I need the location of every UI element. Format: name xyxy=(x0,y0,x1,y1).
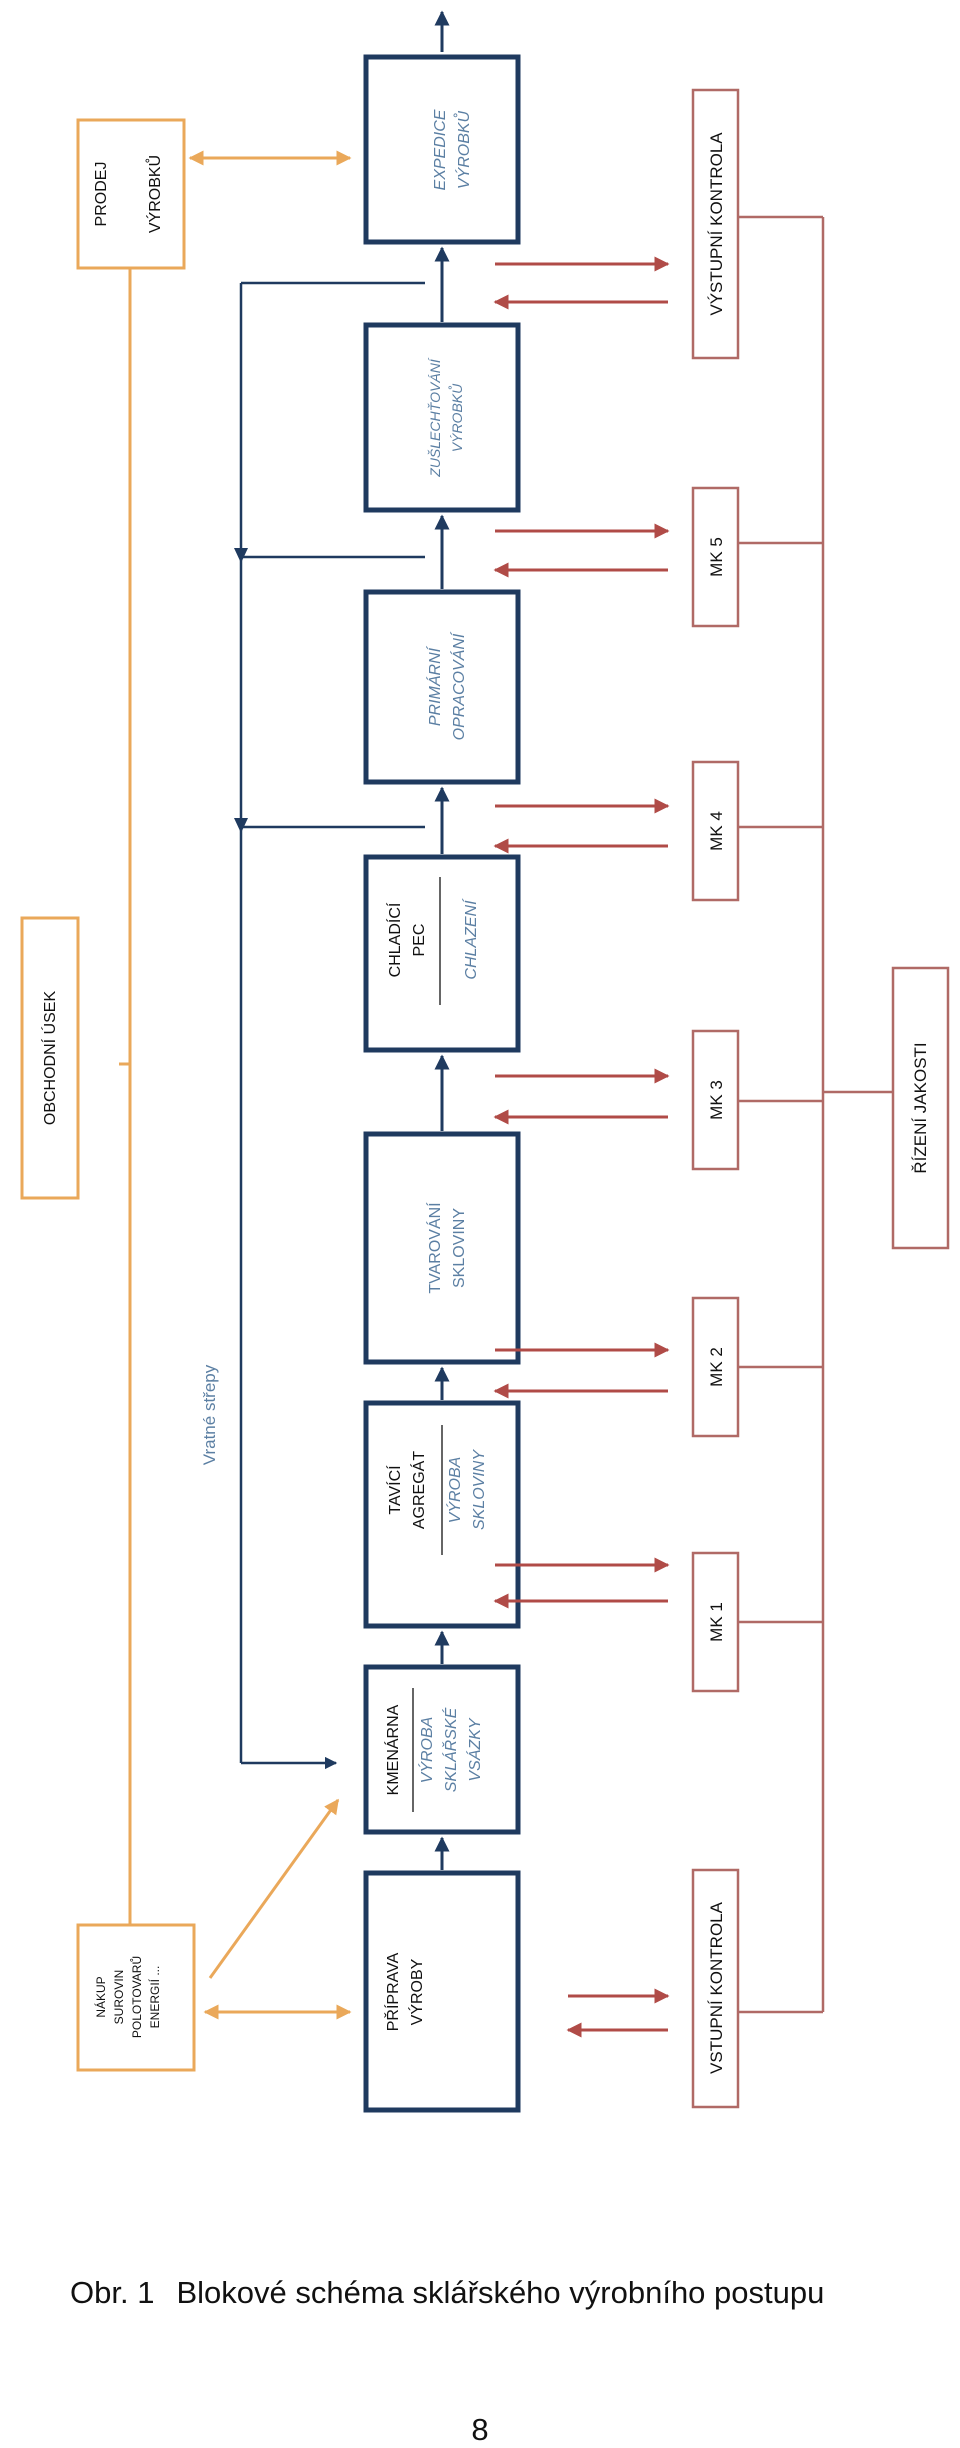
chladici-sub: CHLAZENÍ xyxy=(461,898,480,980)
quality-connectors xyxy=(738,215,893,2014)
vystupni-kontrola-label: VÝSTUPNÍ KONTROLA xyxy=(707,132,726,316)
primarni-line1: PRIMÁRNÍ xyxy=(425,645,444,726)
tvarovani-line1: TVAROVÁNÍ xyxy=(425,1202,444,1294)
process-dividers xyxy=(412,877,443,1812)
nakup-kmenarna-arrow xyxy=(208,1798,340,1979)
vstupni-kontrola-label: VSTUPNÍ KONTROLA xyxy=(707,1901,726,2074)
box-vystupni-kontrola xyxy=(691,88,740,360)
expedice-line1: EXPEDICE xyxy=(432,109,449,190)
nakup-box xyxy=(76,1923,196,2072)
kmenarna-sub-line3: VSÁZKY xyxy=(465,1717,484,1781)
box-zuslechtovani-vyrobku xyxy=(363,322,521,513)
mk3-label: MK 3 xyxy=(707,1080,726,1120)
tavici-title-line1: TAVÍCÍ xyxy=(385,1465,404,1515)
zuslechtovani-line2: VÝROBKŮ xyxy=(447,383,465,452)
chladici-title-line2: PEC xyxy=(411,924,428,957)
obchodni-usek-label: OBCHODNÍ ÚSEK xyxy=(40,991,59,1126)
box-mk5 xyxy=(691,486,740,628)
mk1-label: MK 1 xyxy=(707,1602,726,1642)
tvarovani-line2: SKLOVINY xyxy=(451,1208,468,1288)
nakup-label-line3: POLOTOVARŮ xyxy=(129,1956,144,2038)
box-mk4 xyxy=(691,760,740,902)
zuslechtovani-line1: ZUŠLECHŤOVÁNÍ xyxy=(427,357,443,478)
box-rizeni-jakosti xyxy=(891,966,950,1250)
box-tvarovani-skloviny xyxy=(363,1131,521,1365)
nakup-label-line1: NÁKUP xyxy=(93,1976,108,2017)
quality-labels: VSTUPNÍ KONTROLA MK 1 MK 2 MK 3 MK 4 MK … xyxy=(707,132,930,2074)
commercial-section xyxy=(20,118,196,2072)
kmenarna-sub-line2: SKLÁŘSKÉ xyxy=(441,1707,460,1792)
process-labels: PŘÍPRAVA VÝROBY KMENÁRNA VÝROBA SKLÁŘSKÉ… xyxy=(383,109,488,2031)
mk4-label: MK 4 xyxy=(707,811,726,851)
priprava-label-line2: VÝROBY xyxy=(407,1958,426,2025)
box-expedice-vyrobku xyxy=(363,54,521,245)
box-kmenarna xyxy=(363,1664,521,1835)
mk2-label: MK 2 xyxy=(707,1347,726,1387)
figure-caption: Obr. 1 Blokové schéma sklářského výrobníh… xyxy=(70,2275,950,2311)
figure-number: Obr. 1 xyxy=(70,2275,155,2310)
return-cullet-label: Vratné střepy xyxy=(200,1364,219,1465)
obchodni-usek-box xyxy=(20,916,80,1200)
box-tavici-agregat xyxy=(363,1400,521,1629)
box-vstupni-kontrola xyxy=(691,1868,740,2109)
kmenarna-title: KMENÁRNA xyxy=(383,1704,402,1795)
chladici-title-line1: CHLADÍCÍ xyxy=(385,902,404,977)
tavici-sub-line1: VÝROBA xyxy=(445,1457,464,1524)
nakup-label-line2: SUROVIN xyxy=(112,1970,126,2025)
prodej-label-line1: PRODEJ xyxy=(93,162,110,227)
primarni-line2: OPRACOVÁNÍ xyxy=(449,631,468,740)
tavici-title-line2: AGREGÁT xyxy=(409,1451,428,1529)
page-number: 8 xyxy=(471,2412,489,2447)
commercial-arrows xyxy=(188,150,352,2020)
commercial-labels: OBCHODNÍ ÚSEK PRODEJ VÝROBKŮ NÁKUP SUROV… xyxy=(40,155,164,2038)
box-chladici-pec xyxy=(363,854,521,1053)
prodej-box xyxy=(76,118,186,270)
prodej-label-line2: VÝROBKŮ xyxy=(145,155,164,233)
figure-title: Blokové schéma sklářského výrobního post… xyxy=(176,2275,825,2310)
return-cullet-arrowheads xyxy=(234,548,248,833)
tavici-sub-line2: SKLOVINY xyxy=(471,1449,488,1530)
return-arrowhead-1 xyxy=(234,548,248,563)
box-priprava-vyroby xyxy=(363,1870,521,2113)
priprava-label-line1: PŘÍPRAVA xyxy=(383,1952,402,2031)
process-boxes xyxy=(363,54,521,2113)
quality-arrows xyxy=(493,256,670,2038)
return-arrowhead-2 xyxy=(234,818,248,833)
box-primarni-opracovani xyxy=(363,589,521,785)
kmenarna-sub-line1: VÝROBA xyxy=(417,1717,436,1784)
quality-boxes xyxy=(691,88,950,2109)
rizeni-jakosti-label: ŘÍZENÍ JAKOSTI xyxy=(911,1042,930,1173)
expedice-line2: VÝROBKŮ xyxy=(453,110,473,189)
return-cullet-lines xyxy=(239,281,425,1770)
mk5-label: MK 5 xyxy=(707,537,726,577)
nakup-label-line4: ENERGIÍ ... xyxy=(147,1966,162,2029)
